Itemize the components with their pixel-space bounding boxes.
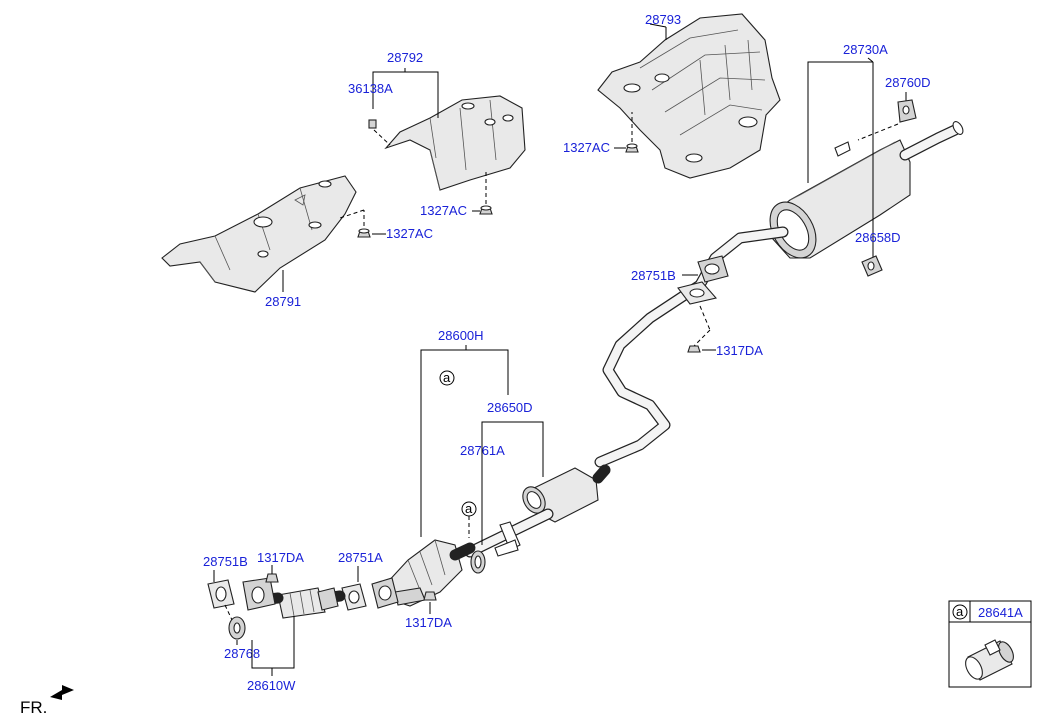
hanger-28760D[interactable] <box>897 99 917 123</box>
callout-a-marker-box <box>952 604 968 620</box>
hanger-28761A[interactable] <box>470 521 521 574</box>
heat-shield-28793[interactable] <box>597 13 781 179</box>
label-28791: 28791 <box>265 294 301 309</box>
hanger-28768[interactable] <box>228 616 246 640</box>
label-28641A: 28641A <box>978 605 1023 620</box>
label-1327AC-middle: 1327AC <box>420 203 467 218</box>
heat-shield-28792[interactable] <box>384 95 526 191</box>
label-36138A: 36138A <box>348 81 393 96</box>
label-1317DA-top: 1317DA <box>716 343 763 358</box>
nut-1317DA-left[interactable] <box>265 573 279 583</box>
clamp-28641A[interactable] <box>962 639 1016 681</box>
label-1327AC-right: 1327AC <box>563 140 610 155</box>
center-muffler-28650D[interactable] <box>464 464 611 558</box>
gasket-28751B-left[interactable] <box>207 579 235 609</box>
label-28751A: 28751A <box>338 550 383 565</box>
nut-1327AC-right[interactable] <box>625 143 639 153</box>
label-28658D: 28658D <box>855 230 901 245</box>
label-1317DA-bottom: 1317DA <box>405 615 452 630</box>
gasket-28751A[interactable] <box>341 583 367 611</box>
nut-1327AC-left[interactable] <box>357 228 371 238</box>
label-1327AC-left: 1327AC <box>386 226 433 241</box>
label-28751B-left: 28751B <box>203 554 248 569</box>
front-indicator-label: FR. <box>20 698 47 717</box>
label-28761A: 28761A <box>460 443 505 458</box>
gasket-28751B-top[interactable] <box>677 281 718 305</box>
label-28792: 28792 <box>387 50 423 65</box>
flange-28751B-top[interactable] <box>697 255 729 283</box>
label-28610W: 28610W <box>247 678 296 693</box>
exhaust-pipe-main[interactable] <box>594 226 789 468</box>
nut-1327AC-middle[interactable] <box>479 205 493 215</box>
front-arrow-icon <box>50 685 74 700</box>
rear-muffler-28730A[interactable] <box>761 120 965 266</box>
svg-text:a: a <box>465 501 473 516</box>
svg-text:a: a <box>443 370 451 385</box>
label-28793: 28793 <box>645 12 681 27</box>
label-1317DA-left: 1317DA <box>257 550 304 565</box>
flange-front[interactable] <box>242 577 276 611</box>
nut-1317DA-top[interactable] <box>687 345 701 353</box>
flange-catalytic[interactable] <box>371 577 399 609</box>
callout-a-marker-top <box>439 370 455 386</box>
label-28730A: 28730A <box>843 42 888 57</box>
label-28650D: 28650D <box>487 400 533 415</box>
label-28768: 28768 <box>224 646 260 661</box>
nut-1317DA-bottom[interactable] <box>423 591 437 601</box>
front-pipe-28610W[interactable] <box>254 587 346 619</box>
label-28751B-top: 28751B <box>631 268 676 283</box>
hanger-28658D[interactable] <box>861 255 883 277</box>
label-28760D: 28760D <box>885 75 931 90</box>
svg-text:a: a <box>956 604 964 619</box>
bolt-36138A[interactable] <box>368 119 377 129</box>
callout-box-28641A: a 28641A <box>948 600 1032 688</box>
label-28600H: 28600H <box>438 328 484 343</box>
heat-shield-28791[interactable] <box>161 175 357 293</box>
